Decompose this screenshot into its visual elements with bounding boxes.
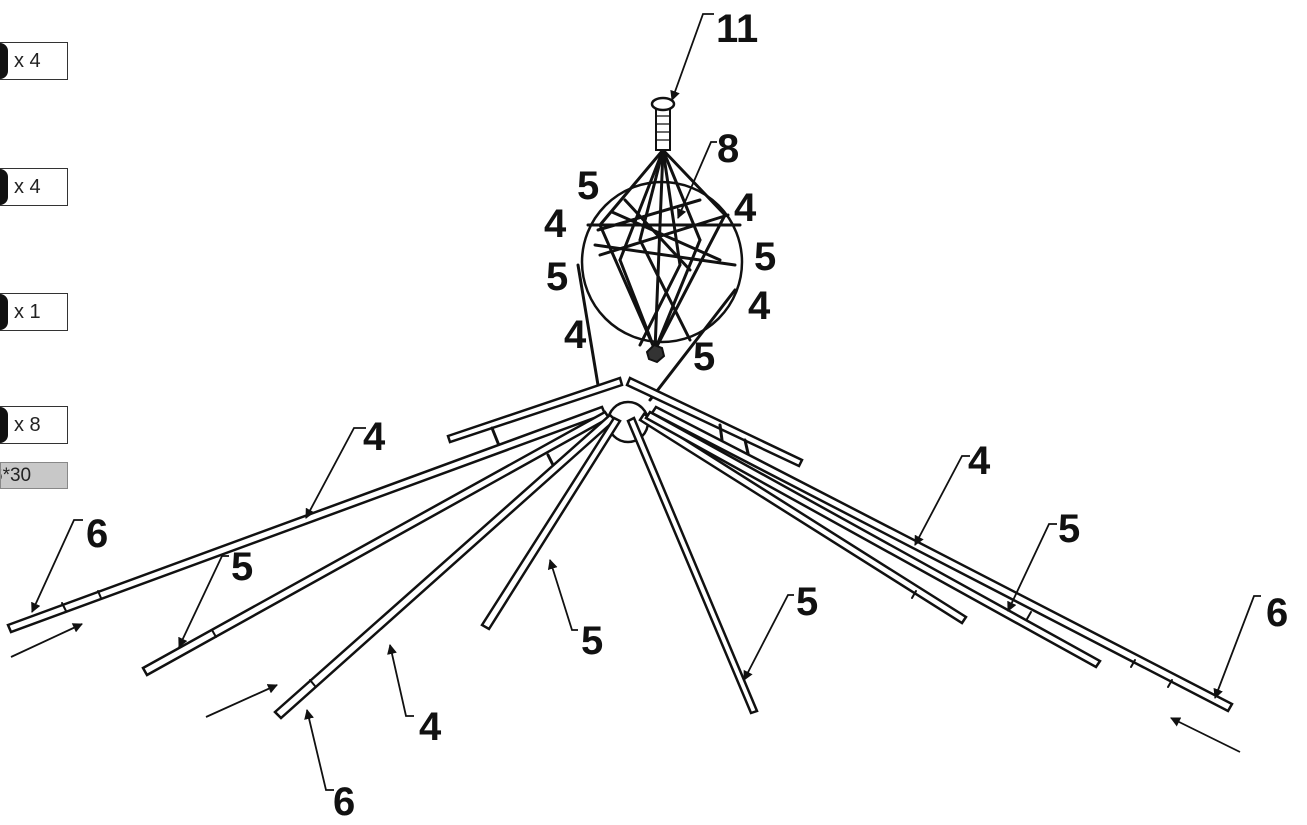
parts-list-item: x 8 [0,406,68,444]
hub-rods [586,148,742,352]
bolt [655,107,671,151]
part-quantity: x 4 [14,176,41,198]
callout-11: 11 [716,7,758,51]
part-icon [0,169,8,205]
callout-5: 5 [754,235,776,279]
callout-5: 5 [693,335,715,379]
part-quantity: x 8 [14,414,41,436]
callout-5: 5 [577,164,599,208]
callout-6: 6 [333,780,355,824]
callout-4: 4 [748,284,771,328]
parts-list-item: x 4 [0,42,68,80]
frame-rods [6,96,1234,720]
callout-4: 4 [968,439,991,483]
callout-5: 5 [796,580,818,624]
callout-4: 4 [419,705,442,749]
callout-4: 4 [363,415,386,459]
callout-4: 4 [734,186,757,230]
callout-4: 4 [564,313,587,357]
callout-4: 4 [544,202,567,246]
leader-lines [10,13,1261,791]
part-icon [0,43,8,79]
callout-8: 8 [717,127,739,171]
part-size-label: 6*30 [0,462,68,489]
callout-5: 5 [546,255,568,299]
callout-5: 5 [1058,507,1080,551]
callout-5: 5 [231,545,253,589]
part-icon [0,407,8,443]
bolt-head [650,96,676,112]
part-quantity: x 4 [14,50,41,72]
part-icon [0,294,8,330]
callout-5: 5 [581,619,603,663]
parts-list-item: x 1 [0,293,68,331]
hub-nut [645,343,666,364]
callout-6: 6 [1266,591,1288,635]
parts-list-item: x 4 [0,168,68,206]
part-quantity: x 1 [14,301,41,323]
callout-6: 6 [86,512,108,556]
callout-labels: 11 8 5 4 5 4 5 4 4 5 4 6 5 5 4 6 5 4 5 6 [86,7,1288,824]
